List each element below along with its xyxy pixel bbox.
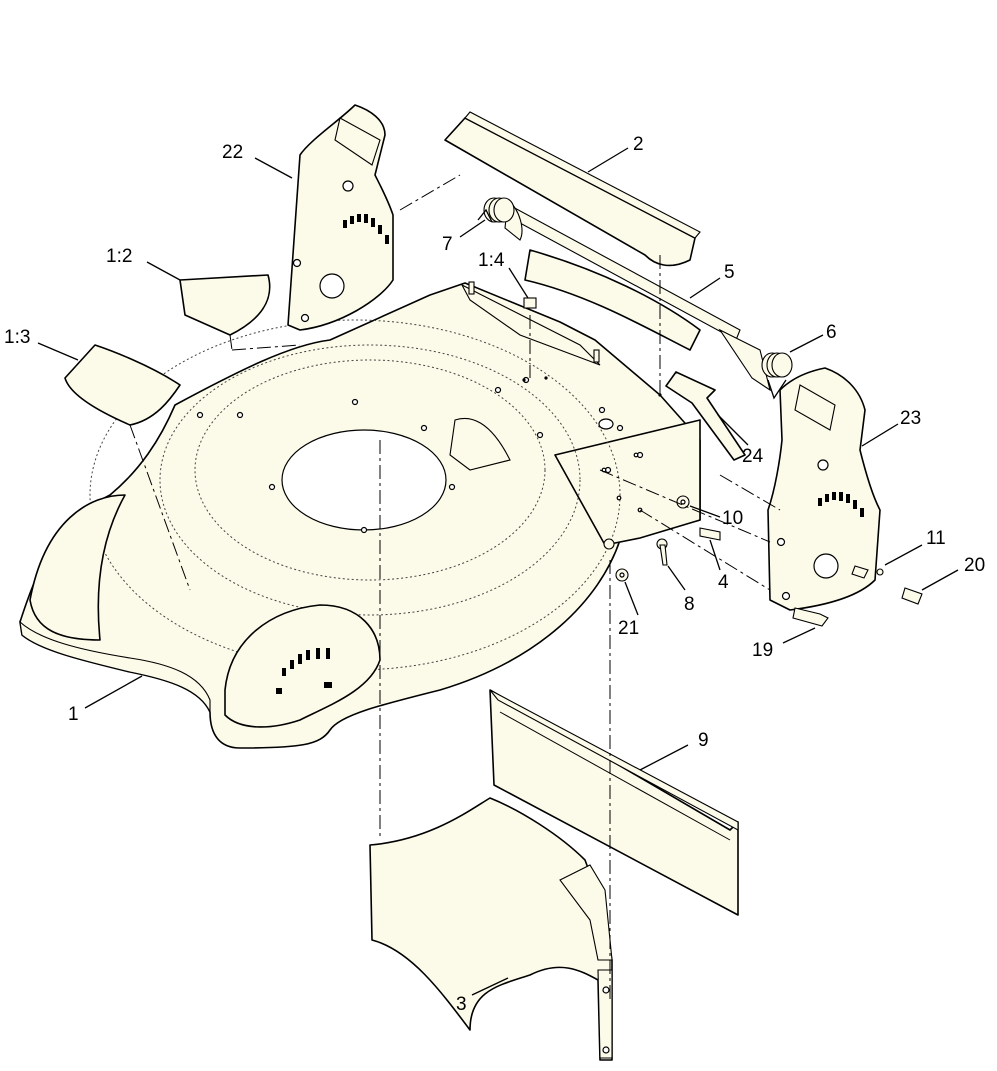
hardware-parts (522, 376, 923, 627)
rear-flap-part (489, 689, 739, 916)
callout-9: 9 (698, 730, 709, 751)
handle-bar-part (444, 111, 701, 267)
left-plate-notches (343, 214, 389, 244)
callout-24: 24 (742, 446, 764, 467)
right-plate-notches (818, 492, 864, 517)
callout-22: 22 (222, 142, 243, 163)
callout-labels: 22 1:2 1:3 1:4 2 7 5 6 23 24 10 11 20 4 … (4, 134, 985, 1015)
callout-21: 21 (618, 618, 639, 639)
mower-deck-part (19, 281, 701, 749)
spring-left-part (477, 197, 515, 223)
callout-1-4: 1:4 (478, 250, 505, 271)
callout-3: 3 (456, 994, 467, 1015)
callout-11: 11 (926, 528, 946, 549)
callout-8: 8 (684, 594, 695, 615)
callout-10: 10 (722, 508, 743, 529)
decal-1-3-part (64, 344, 181, 426)
callout-23: 23 (900, 408, 921, 429)
plug-1-4-part (523, 297, 537, 309)
callout-1-2: 1:2 (106, 246, 132, 267)
callout-1-3: 1:3 (4, 327, 30, 348)
bracket-part (665, 371, 746, 461)
left-height-plate-part (287, 104, 394, 331)
assembly-chain-lines (129, 174, 781, 1000)
deck-vent-slots (276, 648, 332, 694)
grass-chute-part (369, 797, 613, 1061)
spring-right-part (761, 352, 793, 400)
callout-20: 20 (964, 555, 985, 576)
callout-7: 7 (442, 234, 453, 255)
callout-19: 19 (752, 640, 773, 661)
height-adjust-rod-part (495, 198, 771, 392)
leader-lines (37, 147, 959, 996)
callout-2: 2 (633, 134, 644, 155)
callout-4: 4 (718, 572, 729, 593)
decal-1-2-part (179, 274, 271, 336)
callout-6: 6 (826, 322, 837, 343)
callout-1: 1 (68, 704, 79, 725)
right-height-plate-part (767, 367, 881, 611)
callout-5: 5 (724, 262, 735, 283)
